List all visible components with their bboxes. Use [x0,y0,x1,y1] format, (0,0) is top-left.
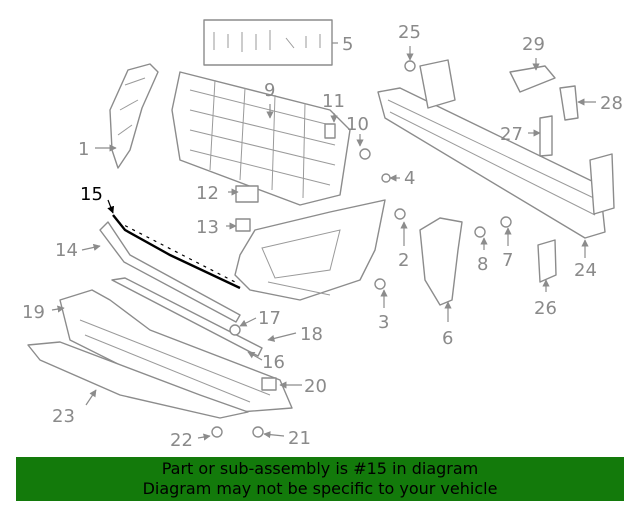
callout-29: 29 [522,34,545,55]
part-20-clip [261,377,277,391]
parts-diagram: 1 2 3 4 5 6 7 8 9 10 11 12 13 14 15 16 1… [22,19,623,451]
callout-16: 16 [262,352,285,373]
part-28-clip [559,85,579,121]
part-9-grille [171,71,351,206]
part-29-bracket [509,65,556,93]
banner-line-1: Part or sub-assembly is #15 in diagram [161,459,479,478]
callout-12: 12 [196,183,219,204]
callout-20: 20 [304,376,327,397]
part-15-molding [112,214,241,290]
callout-21: 21 [288,428,311,449]
screw-icon [211,60,512,438]
part-27-bracket [539,115,553,157]
callout-26: 26 [534,298,557,319]
callout-11: 11 [322,91,345,112]
callout-3: 3 [378,312,389,333]
callout-23: 23 [52,406,75,427]
callout-6: 6 [442,328,453,349]
bumper-cover [234,199,386,301]
callout-22: 22 [170,430,193,451]
leader-lines [51,42,596,441]
callout-8: 8 [477,254,488,275]
part-5-fastener-set [203,19,333,66]
callout-17: 17 [258,308,281,329]
part-1-left-bracket [109,63,159,169]
part-6-side-bracket [419,217,463,306]
callout-28: 28 [600,93,623,114]
part-16-lower-trim [111,277,263,357]
part-26-plate [537,239,557,283]
callout-27: 27 [500,124,523,145]
part-14-trim [99,221,241,323]
callout-13: 13 [196,217,219,238]
callout-24: 24 [574,260,597,281]
part-24-impact-bar [377,59,615,239]
banner-line-2: Diagram may not be specific to your vehi… [142,479,498,498]
callout-1: 1 [78,139,89,160]
callout-25: 25 [398,22,421,43]
part-23-undershield [27,341,249,419]
callout-7: 7 [502,250,513,271]
callout-4: 4 [404,168,415,189]
callout-19: 19 [22,302,45,323]
callout-18: 18 [300,324,323,345]
callout-14: 14 [55,240,78,261]
callout-10: 10 [346,114,369,135]
callout-15: 15 [80,184,103,205]
callout-5: 5 [342,34,353,55]
info-banner: Part or sub-assembly is #15 in diagram D… [16,457,624,501]
part-12-plate [235,185,259,203]
part-13-clip [235,218,251,232]
callout-9: 9 [264,80,275,101]
callout-2: 2 [398,250,409,271]
part-11-clip [324,123,336,139]
